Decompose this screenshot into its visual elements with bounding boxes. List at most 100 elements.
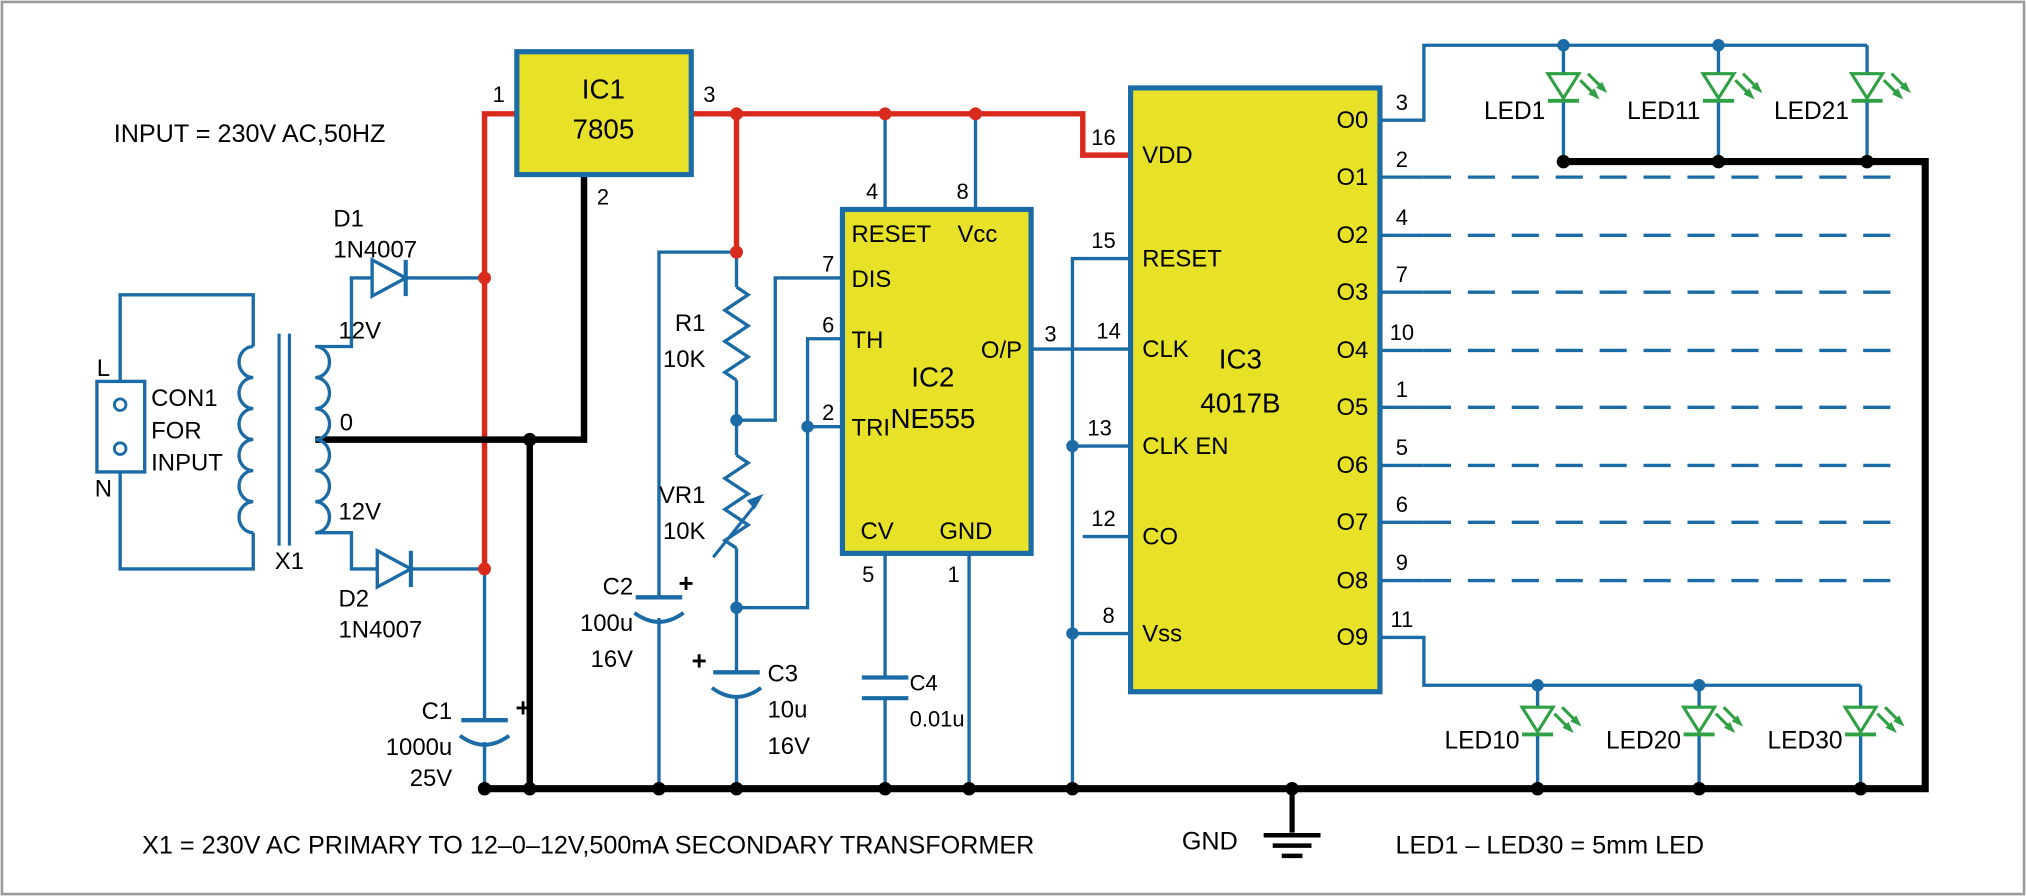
con1-caption-1: CON1 — [151, 385, 217, 412]
ic3-name: IC3 — [1219, 343, 1262, 374]
c1-name: C1 — [422, 698, 453, 725]
c2-value: 100u — [580, 610, 633, 637]
ic3-part: 4017B — [1200, 387, 1280, 418]
ic3-num-15: 15 — [1091, 228, 1115, 253]
ic2-pin-th: TH — [851, 327, 883, 354]
junction-dots-ground — [477, 154, 1874, 796]
ic3-pin-o3: O3 — [1336, 279, 1368, 306]
transformer-name: X1 — [275, 548, 304, 575]
con1-l-label: L — [97, 355, 110, 382]
wires-ground — [315, 158, 1929, 793]
ic1-part: 7805 — [573, 113, 635, 144]
ic2-pin-tri: TRI — [851, 415, 890, 442]
ic3-num-16: 16 — [1091, 125, 1115, 150]
ic1-pin-1: 1 — [493, 82, 505, 107]
ic1-name: IC1 — [582, 73, 625, 104]
capacitor-c1-symbol — [458, 717, 511, 747]
tap-12v-bottom: 12V — [339, 499, 382, 526]
led21-label: LED21 — [1774, 98, 1849, 125]
c1-rating: 25V — [410, 765, 453, 792]
ic2-pin-vcc: Vcc — [957, 221, 997, 248]
r1-name: R1 — [675, 310, 706, 337]
ic3-num-12: 12 — [1091, 506, 1115, 531]
c3-value: 10u — [768, 697, 808, 724]
ic3-pin-o8: O8 — [1336, 567, 1368, 594]
led10-label: LED10 — [1444, 728, 1519, 755]
ic3-pin-o1: O1 — [1336, 164, 1368, 191]
tap-0: 0 — [340, 410, 353, 437]
ic1-pin-3: 3 — [703, 82, 715, 107]
d2-name: D2 — [339, 585, 370, 612]
con1-n-label: N — [95, 475, 112, 502]
ic2-pin-gnd: GND — [939, 518, 992, 545]
ic3-num-o5: 1 — [1396, 377, 1408, 402]
ic3-num-o4: 10 — [1390, 320, 1414, 345]
c1-plus: + — [516, 694, 531, 722]
ic2-pin-reset: RESET — [851, 221, 931, 248]
tap-12v-top: 12V — [339, 318, 382, 345]
ic3-pin-o4: O4 — [1336, 337, 1368, 364]
led20-label: LED20 — [1606, 728, 1681, 755]
ic2-num-8: 8 — [957, 179, 969, 204]
ic3-pin-vdd: VDD — [1142, 142, 1192, 169]
d1-part: 1N4007 — [333, 236, 417, 263]
ic3-num-14: 14 — [1096, 319, 1120, 344]
c3-name: C3 — [768, 660, 799, 687]
ic2-num-4: 4 — [866, 179, 878, 204]
ic3-pin-clk: CLK — [1142, 336, 1189, 363]
led11-label: LED11 — [1627, 98, 1700, 125]
ic3-pin-o7: O7 — [1336, 509, 1368, 536]
ic3-num-o1: 2 — [1396, 147, 1408, 172]
r1-value: 10K — [663, 346, 706, 373]
ic2-num-5: 5 — [862, 562, 874, 587]
ic3-pin-o5: O5 — [1336, 394, 1368, 421]
ic2-pin-dis: DIS — [851, 266, 891, 293]
ic3-pin-o0: O0 — [1336, 107, 1368, 134]
ic3-num-o2: 4 — [1396, 205, 1408, 230]
resistor-r1-symbol — [721, 285, 752, 382]
ic3-num-o3: 7 — [1396, 262, 1408, 287]
vr1-name: VR1 — [659, 482, 706, 509]
ic1-pin-2: 2 — [597, 184, 609, 209]
d1-name: D1 — [333, 205, 364, 232]
ic2-num-3: 3 — [1044, 321, 1056, 346]
led-note: LED1 – LED30 = 5mm LED — [1395, 831, 1704, 859]
ground-symbol — [1263, 788, 1321, 859]
vr1-value: 10K — [663, 518, 706, 545]
c2-name: C2 — [603, 574, 634, 601]
con1-caption-3: INPUT — [151, 450, 223, 477]
ic3-num-8: 8 — [1103, 603, 1115, 628]
ic3-body — [1127, 85, 1383, 695]
ic3-pin-o6: O6 — [1336, 452, 1368, 479]
ic3-num-o6: 5 — [1396, 435, 1408, 460]
ic2-pin-cv: CV — [861, 518, 894, 545]
wires-signal — [118, 43, 1869, 789]
ic2-num-7: 7 — [822, 252, 834, 277]
ic3-num-o0: 3 — [1396, 90, 1408, 115]
ic2-num-1: 1 — [947, 562, 959, 587]
d2-part: 1N4007 — [339, 616, 423, 643]
led30-label: LED30 — [1767, 728, 1842, 755]
junction-dots-power — [478, 107, 982, 576]
ic2-body — [839, 206, 1034, 556]
gnd-label: GND — [1182, 827, 1238, 855]
c3-rating: 16V — [768, 733, 811, 760]
capacitor-c2-symbol — [633, 595, 685, 624]
ic3-pin-co: CO — [1142, 523, 1178, 550]
con1-caption-2: FOR — [151, 417, 201, 444]
wires-dashed-outputs — [1423, 175, 1900, 583]
ic3-num-13: 13 — [1087, 416, 1111, 441]
ic2-pin-op: O/P — [981, 337, 1022, 364]
junction-dots-signal — [730, 39, 1725, 692]
ic1-body — [514, 49, 694, 178]
capacitor-c4-symbol — [861, 675, 909, 701]
ic2-part: NE555 — [890, 403, 975, 434]
diode-d1-symbol — [370, 257, 410, 299]
transformer-x1-symbol — [237, 333, 332, 546]
ic3-pin-vss: Vss — [1142, 620, 1182, 647]
capacitor-c3-symbol — [710, 670, 763, 699]
ic3-pin-clken: CLK EN — [1142, 433, 1228, 460]
ic2-num-2: 2 — [822, 400, 834, 425]
